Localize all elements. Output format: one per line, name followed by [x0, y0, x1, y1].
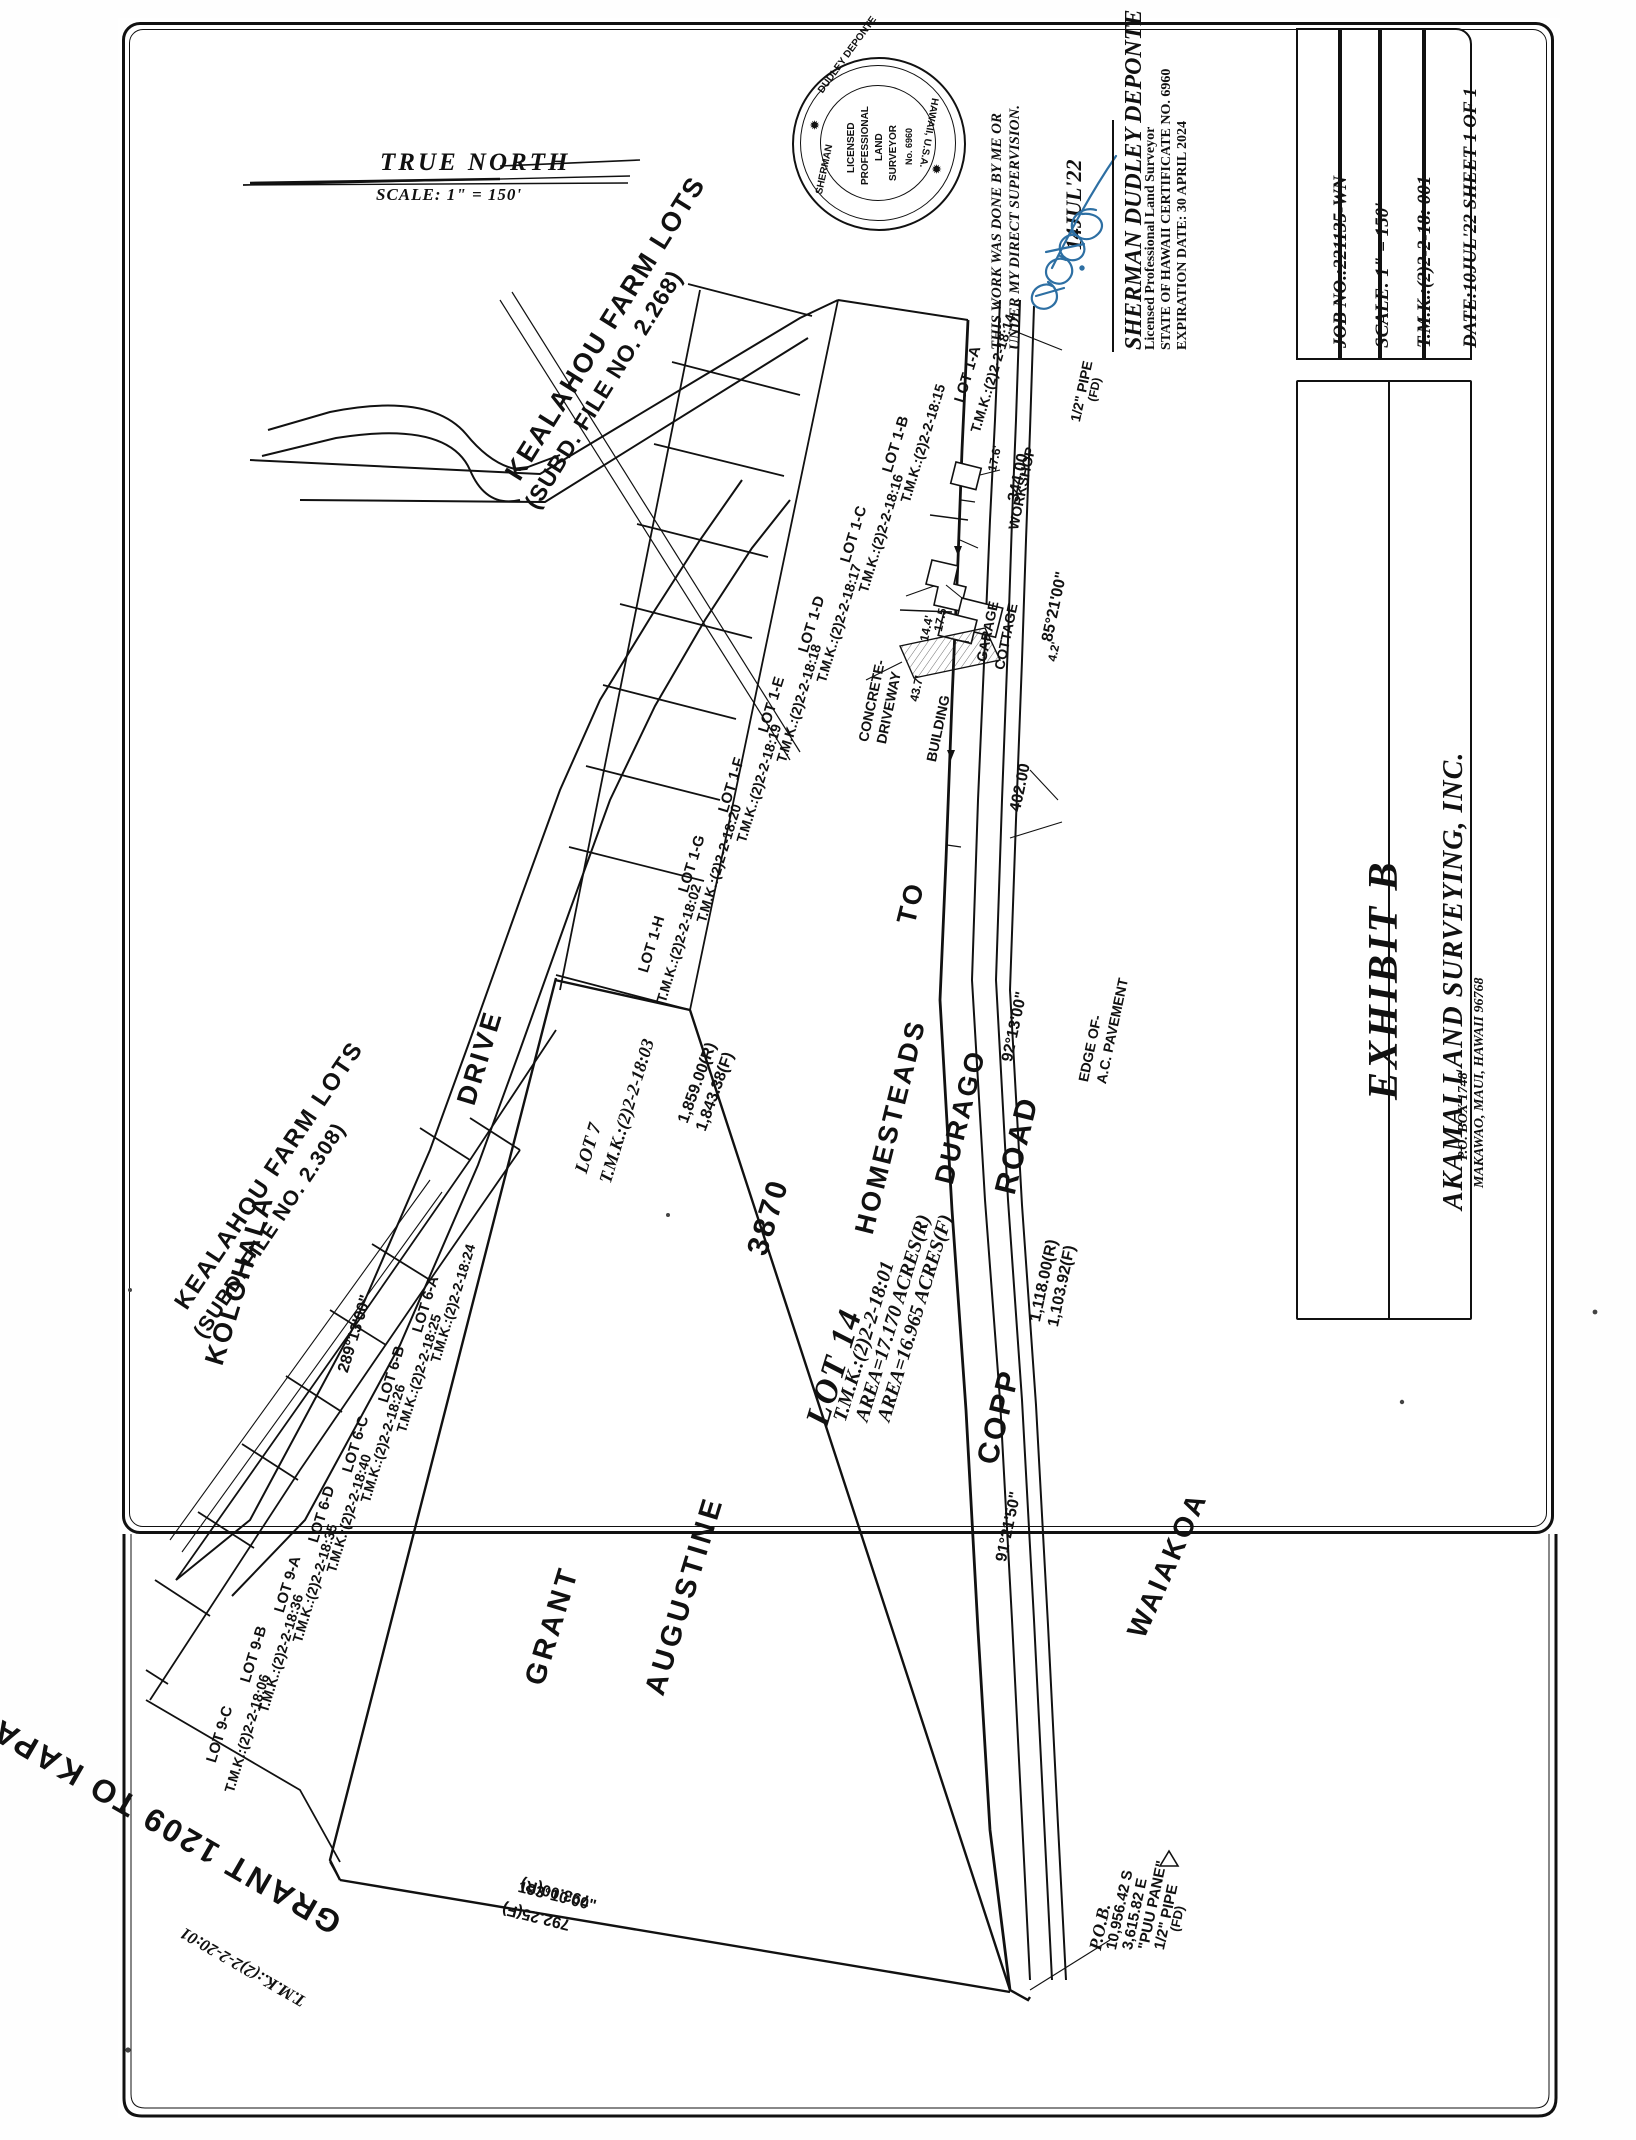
seal-line-2: PROFESSIONAL — [860, 106, 871, 185]
title-divider — [1388, 380, 1390, 1320]
title-scale: SCALE: 1" = 150' — [1372, 202, 1393, 348]
title-cell-tmk — [1380, 28, 1424, 360]
title-cell-job — [1296, 28, 1340, 360]
title-date-sheet: DATE:10JUL'22 SHEET 1 OF 1 — [1460, 87, 1481, 348]
title-job-no: JOB NO.:221135-WN — [1330, 175, 1351, 348]
seal-line-3: LAND — [874, 133, 885, 161]
true-north-label: TRUE NORTH — [380, 149, 571, 176]
seal-star-right: ✹ — [932, 164, 942, 176]
surveyor-seal: SHERMAN DUDLEY DEPONTE HAWAII, U.S.A. ✹ … — [790, 15, 966, 231]
signature — [1030, 154, 1118, 310]
title-cell-scale — [1340, 28, 1380, 360]
company-address-1: P.O. BOX 1748 — [1456, 1072, 1471, 1160]
north-arrow-line — [242, 159, 641, 186]
drawing-border-inner — [129, 29, 1547, 1527]
exhibit-title: EXHIBIT B — [1361, 859, 1407, 1100]
surveyor-title: Licensed Professional Land Surveyor — [1143, 126, 1158, 350]
title-tmk: T.M.K.:(2)2-2-18: 001 — [1414, 175, 1435, 348]
title-cell-exhibit — [1296, 380, 1472, 1320]
surveyor-expiration: EXPIRATION DATE: 30 APRIL 2024 — [1175, 121, 1190, 350]
drawing-border-outer — [122, 22, 1554, 1534]
company-address-2: MAKAWAO, MAUI, HAWAII 96768 — [1472, 977, 1487, 1188]
seal-line-5: No. 6960 — [904, 127, 914, 165]
seal-line-4: SURVEYOR — [888, 125, 899, 181]
signature-rule — [1112, 120, 1114, 352]
title-cell-date — [1424, 28, 1472, 360]
seal-star-left: ✹ — [810, 120, 820, 132]
scale-label: SCALE: 1" = 150' — [376, 185, 523, 204]
surveyor-certificate: STATE OF HAWAII CERTIFICATE NO. 6960 — [1159, 68, 1174, 350]
seal-line-1: LICENSED — [846, 122, 857, 173]
